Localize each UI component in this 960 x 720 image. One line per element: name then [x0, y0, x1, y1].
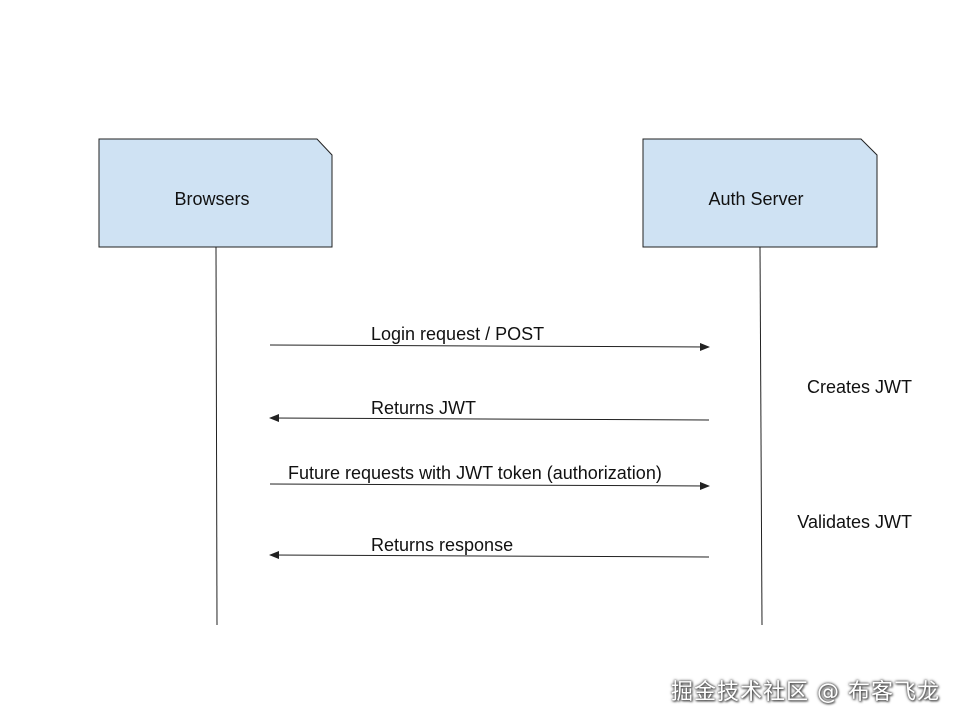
note-creates-jwt: Creates JWT [807, 377, 912, 397]
message-label: Login request / POST [371, 324, 544, 344]
message-login-request: Login request / POST [269, 324, 710, 351]
participant-box [642, 138, 878, 248]
participant-label: Auth Server [708, 189, 803, 209]
message-returns-response: Returns response [269, 535, 710, 560]
message-arrow [269, 414, 710, 423]
watermark-text: 掘金技术社区 @ 布客飞龙 [671, 680, 940, 705]
message-arrow [269, 481, 710, 490]
message-future-requests: Future requests with JWT token (authoriz… [269, 463, 710, 490]
message-label: Returns JWT [371, 398, 476, 418]
participant-label: Browsers [174, 189, 249, 209]
message-label: Future requests with JWT token (authoriz… [288, 463, 662, 483]
participant-auth-server: Auth Server [642, 138, 878, 626]
message-arrow [269, 342, 710, 351]
note-validates-jwt: Validates JWT [797, 512, 912, 532]
participant-browsers: Browsers [98, 138, 333, 626]
participant-box [98, 138, 333, 248]
lifeline-browsers [215, 246, 218, 626]
message-arrow [269, 551, 710, 560]
message-label: Returns response [371, 535, 513, 555]
message-returns-jwt: Returns JWT [269, 398, 710, 423]
lifeline-auth-server [759, 246, 763, 626]
